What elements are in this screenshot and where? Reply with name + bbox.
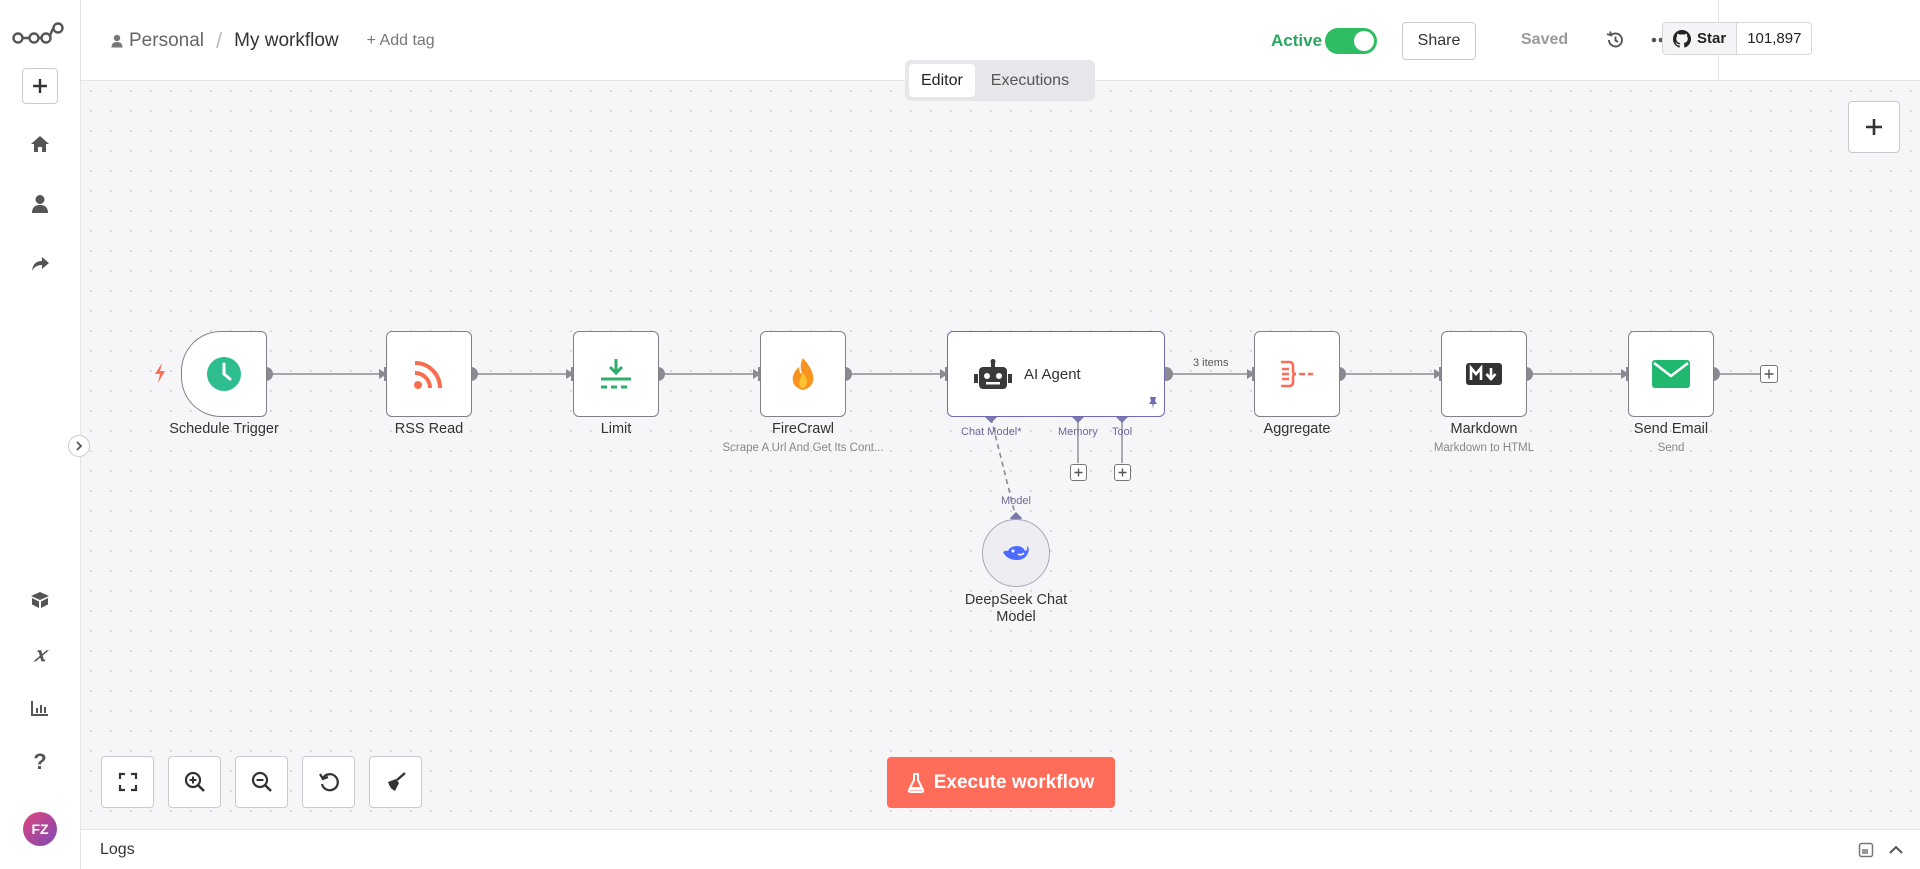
add-node-button[interactable] [1848,101,1900,153]
node-label-limit: Limit [600,421,632,437]
zoom-out-button[interactable] [235,756,288,808]
project-name: Personal [129,30,204,51]
fire-icon [792,358,814,390]
fit-view-icon [118,772,137,792]
left-sidebar: 𝑥 ? FZ [0,0,81,869]
memory-connection-label: Memory [1058,426,1098,438]
workflow-name[interactable]: My workflow [234,30,339,51]
share-button[interactable]: Share [1402,22,1476,60]
view-tabs: Editor Executions [905,60,1095,101]
reset-zoom-button[interactable] [302,756,355,808]
active-toggle[interactable] [1325,28,1377,54]
undo-icon [318,773,339,792]
node-subtitle-send-email: Send [1657,442,1685,454]
history-icon[interactable] [1601,26,1629,54]
add-memory-plus-icon[interactable] [1070,464,1087,481]
fit-view-button[interactable] [101,756,154,808]
node-deepseek-chat-model[interactable] [982,519,1050,587]
aggregate-icon [1281,360,1313,388]
limit-icon [601,359,631,389]
node-limit[interactable] [573,331,659,417]
logs-panel[interactable]: Logs [81,829,1920,869]
flask-icon [907,772,924,793]
user-icon[interactable] [22,186,58,222]
create-new-button[interactable] [22,68,58,104]
node-label-send-email: Send Email [1633,421,1709,437]
share-arrow-icon[interactable] [22,246,58,282]
node-label-firecrawl: FireCrawl [771,421,835,437]
n8n-logo[interactable] [12,20,64,50]
node-label-schedule: Schedule Trigger [169,421,279,437]
zoom-in-button[interactable] [168,756,221,808]
help-icon[interactable]: ? [33,749,47,774]
node-schedule-trigger[interactable] [181,331,267,417]
robot-icon [974,359,1012,391]
deepseek-label-line2: Model [996,609,1036,625]
workflow-canvas[interactable] [81,81,1920,829]
envelope-icon [1652,360,1690,388]
node-markdown[interactable] [1441,331,1527,417]
node-subtitle-firecrawl: Scrape A Url And Get Its Cont... [722,442,884,454]
tab-executions[interactable]: Executions [990,71,1070,89]
github-star-widget[interactable]: Star 101,897 [1662,22,1813,55]
add-tool-plus-icon[interactable] [1114,464,1131,481]
chat-model-connection-label: Chat Model* [961,426,1022,438]
variables-icon[interactable]: 𝑥 [34,642,46,666]
node-label-markdown: Markdown [1450,421,1518,437]
logs-label: Logs [100,841,135,858]
deepseek-whale-icon [1003,546,1029,560]
tab-editor[interactable]: Editor [909,64,975,97]
github-icon [1673,29,1691,48]
user-small-icon [111,34,123,48]
github-star-count[interactable]: 101,897 [1737,23,1812,54]
markdown-icon [1466,363,1502,385]
chevron-up-icon[interactable] [1886,840,1906,860]
add-next-node-plus-icon[interactable] [1760,365,1778,383]
saved-status: Saved [1521,31,1569,48]
pop-out-icon[interactable] [1856,840,1876,860]
project-link[interactable]: Personal [111,30,204,52]
tidy-up-button[interactable] [369,756,422,808]
templates-box-icon[interactable] [22,582,58,618]
node-label-aggregate: Aggregate [1263,421,1331,437]
tool-connection-label: Tool [1112,426,1133,438]
edge-items-count-label: 3 items [1193,357,1229,369]
node-subtitle-markdown: Markdown to HTML [1433,442,1535,454]
home-icon[interactable] [22,126,58,162]
node-ai-agent[interactable]: AI Agent [947,331,1165,417]
github-star-label: Star [1697,30,1727,47]
execute-workflow-button[interactable]: Execute workflow [887,757,1115,808]
pin-icon[interactable] [1146,396,1160,410]
node-label-deepseek: DeepSeek Chat Model [916,592,1116,626]
breadcrumb: Personal / My workflow + Add tag [111,28,435,54]
active-label: Active [1271,31,1323,50]
zoom-out-icon [251,771,272,792]
model-connection-label: Model [1001,495,1031,507]
add-tag-button[interactable]: + Add tag [366,32,435,49]
user-avatar[interactable]: FZ [23,812,57,846]
execute-workflow-label: Execute workflow [933,771,1095,793]
breadcrumb-separator: / [216,28,223,53]
node-label-rss: RSS Read [394,421,464,437]
zoom-in-icon [184,771,205,792]
deepseek-label-line1: DeepSeek Chat [964,592,1068,608]
node-firecrawl[interactable] [760,331,846,417]
insights-chart-icon[interactable] [22,690,58,726]
node-label-agent: AI Agent [1024,366,1081,383]
trigger-bolt-icon [153,362,167,384]
node-aggregate[interactable] [1254,331,1340,417]
broom-icon [387,772,406,791]
expand-sidebar-chevron-icon[interactable] [68,435,90,457]
node-rss-read[interactable] [386,331,472,417]
rss-icon [414,361,442,389]
clock-icon [207,357,241,391]
github-star-button[interactable]: Star [1663,23,1738,54]
node-send-email[interactable] [1628,331,1714,417]
